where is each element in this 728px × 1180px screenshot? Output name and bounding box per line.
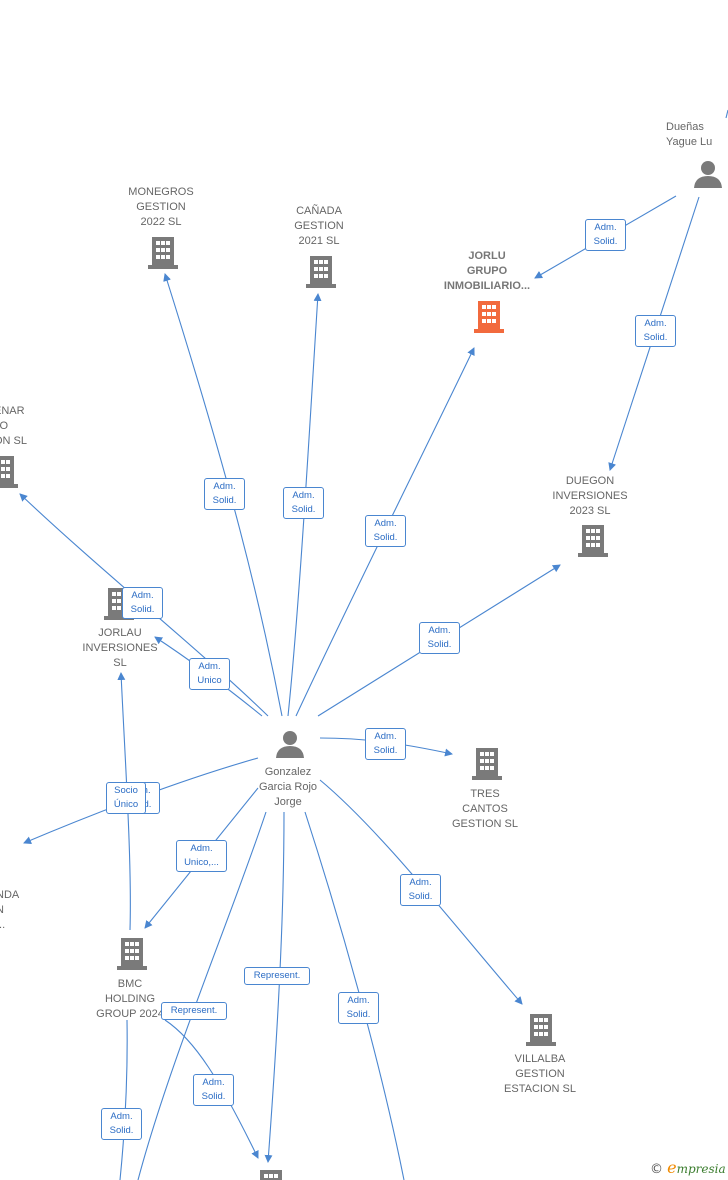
edge-label-center-jorlau: Adm. Unico bbox=[189, 658, 230, 690]
edge-label-center-canada: Adm. Solid. bbox=[283, 487, 324, 519]
building-icon-monegros bbox=[148, 237, 178, 269]
node-label-duegon[interactable]: DUEGON INVERSIONES 2023 SL bbox=[552, 475, 628, 517]
node-label-center[interactable]: Gonzalez Garcia Rojo Jorge bbox=[258, 766, 318, 808]
edge-label-center-bmc: Adm. Unico,... bbox=[176, 840, 227, 872]
edge-label-bmc-bottom: Represent. bbox=[161, 1002, 227, 1020]
node-label-tres-cantos[interactable]: TRES CANTOS GESTION SL bbox=[451, 788, 519, 830]
edge-bmc-bottom bbox=[164, 1019, 259, 1159]
node-label-left-bottom[interactable]: NDA N ... bbox=[0, 889, 20, 931]
node-label-monegros[interactable]: MONEGROS GESTION 2022 SL bbox=[128, 186, 194, 228]
edge-label-duenas-duegon: Adm. Solid. bbox=[635, 315, 676, 347]
edge-center-down-left bbox=[137, 811, 267, 1180]
node-label-bmc[interactable]: BMC HOLDING GROUP 2024 bbox=[96, 978, 164, 1020]
edge-label-duenas-jorlu: Adm. Solid. bbox=[585, 219, 626, 251]
person-icon-center bbox=[276, 731, 304, 758]
edge-label-center-villalba: Adm. Solid. bbox=[400, 874, 441, 906]
edge-label-center-left-top: Adm. Solid. bbox=[122, 587, 163, 619]
node-label-left-top[interactable]: ENAR JO ON SL bbox=[0, 405, 28, 447]
node-label-jorlau[interactable]: JORLAU INVERSIONES SL bbox=[82, 627, 158, 669]
building-icon-bmc bbox=[117, 938, 147, 970]
edge-label-bmc-down: Adm. Solid. bbox=[101, 1108, 142, 1140]
node-label-jorlu[interactable]: JORLU GRUPO INMOBILIARIO... bbox=[443, 250, 531, 292]
building-icon-duegon bbox=[578, 525, 608, 557]
edge-center-bottom bbox=[264, 811, 285, 1163]
building-icon-left-top bbox=[0, 456, 18, 488]
edge-label-center-jorlu: Adm. Solid. bbox=[365, 515, 406, 547]
node-label-duenas[interactable]: Dueñas Yague Lu bbox=[666, 121, 713, 148]
edge-label-center-duegon: Adm. Solid. bbox=[419, 622, 460, 654]
building-icon-villalba bbox=[526, 1014, 556, 1046]
node-label-canada[interactable]: CAÑADA GESTION 2021 SL bbox=[294, 205, 344, 247]
building-icon-tres-cantos bbox=[472, 748, 502, 780]
edge-label-center-down-right: Adm. Solid. bbox=[338, 992, 379, 1024]
building-icon-canada bbox=[306, 256, 336, 288]
person-icon-duenas bbox=[694, 161, 722, 188]
edge-label-jorlau-bmc: Socio Único bbox=[106, 782, 146, 814]
edge-label-center-monegros: Adm. Solid. bbox=[204, 478, 245, 510]
node-label-villalba[interactable]: VILLALBA GESTION ESTACION SL bbox=[504, 1053, 576, 1095]
building-icon-bottom bbox=[256, 1170, 286, 1180]
edge-label-center-bottom: Represent. bbox=[244, 967, 310, 985]
building-icon-jorlu bbox=[474, 301, 504, 333]
edge-center-monegros bbox=[163, 273, 283, 717]
edge-center-down-right bbox=[304, 811, 405, 1180]
edge-label-bmc-bottom-2: Adm. Solid. bbox=[193, 1074, 234, 1106]
edge-bmc-down bbox=[119, 1019, 128, 1180]
edge-label-center-tres-cantos: Adm. Solid. bbox=[365, 728, 406, 760]
empresia-logo: © empresia bbox=[650, 1158, 726, 1177]
